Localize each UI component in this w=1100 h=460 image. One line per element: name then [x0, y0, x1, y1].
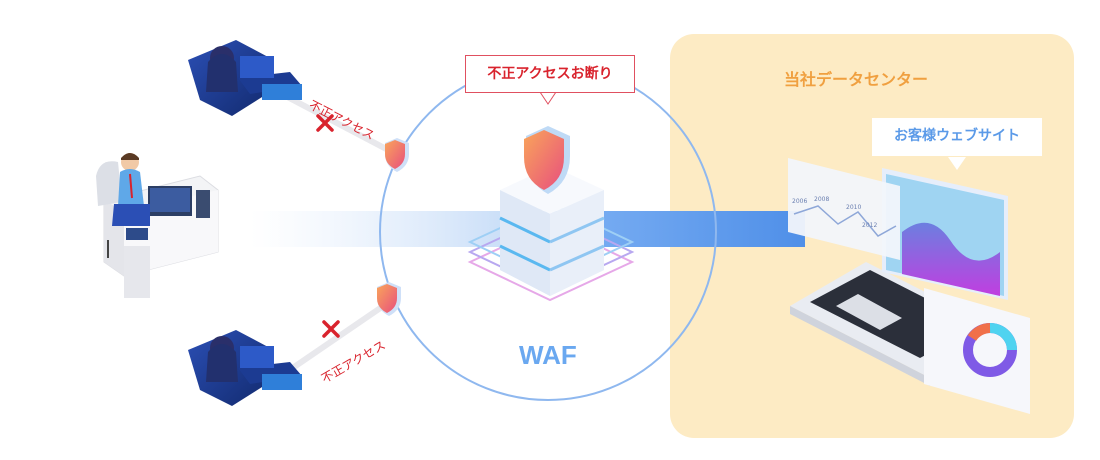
datacenter-title: 当社データセンター [784, 70, 929, 89]
hacker-icon-top [188, 40, 302, 116]
hacker-icon-bottom [188, 330, 302, 406]
shield-icon-bottom [377, 282, 401, 316]
block-x-icon-bottom [322, 320, 340, 338]
chart-year-label: 2012 [862, 222, 878, 229]
office-user-icon [96, 153, 219, 298]
website-callout-pointer [948, 157, 966, 170]
chart-year-label: 2006 [792, 198, 808, 205]
server-icon [467, 126, 635, 302]
laptop-dashboard-icon [788, 158, 1030, 414]
chart-year-label: 2008 [814, 196, 830, 203]
attack-line-top [276, 89, 394, 155]
customer-website-callout: お客様ウェブサイト [872, 118, 1042, 156]
callout-pointer [539, 91, 557, 105]
blocked-access-callout: 不正アクセスお断り [465, 55, 635, 93]
waf-label: WAF [519, 340, 577, 370]
block-x-icon-top [316, 114, 334, 132]
shield-icon-top [385, 138, 409, 172]
attack-line-bottom [276, 297, 394, 381]
chart-year-label: 2010 [846, 204, 862, 211]
